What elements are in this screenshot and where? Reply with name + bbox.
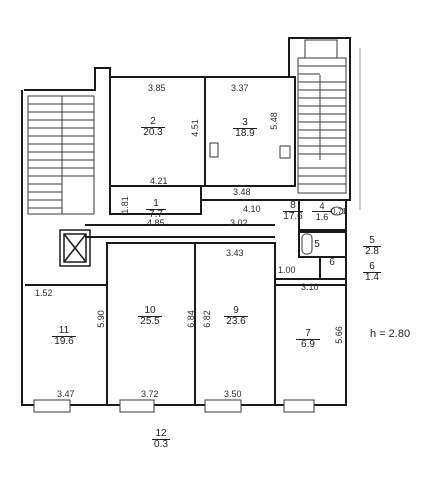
right-staircase: [297, 39, 347, 194]
dim-label: 1.81: [119, 196, 130, 214]
dim-label: 3.72: [141, 389, 159, 399]
ceiling-height-note: h = 2.80: [370, 328, 411, 340]
dim-label: 3.50: [224, 389, 242, 399]
dim-label: 5.48: [268, 112, 279, 130]
dim-label: 1.00: [278, 265, 296, 275]
dim-label: 3.48: [233, 187, 251, 197]
room-6-inner-label: 6: [329, 257, 335, 268]
room-3-outline: [204, 76, 296, 187]
dim-label: 1.52: [35, 288, 53, 298]
dim-label: 3.10: [301, 282, 319, 292]
elevator-shaft: [59, 229, 91, 267]
dim-label: 4.51: [189, 119, 200, 137]
dim-label: 3.85: [148, 83, 166, 93]
dim-label: 3.43: [226, 248, 244, 258]
room-5-inner-label: 5: [314, 239, 320, 250]
dim-label: 4.85: [147, 218, 165, 228]
dim-label: 4.21: [150, 176, 168, 186]
dim-label: 6.84: [185, 310, 196, 328]
room-4-outline: [298, 199, 347, 231]
dim-label: 5.66: [333, 326, 344, 344]
dim-label: 3.02: [230, 218, 248, 228]
dim-label: 5.90: [95, 310, 106, 328]
dim-label: 3.47: [57, 389, 75, 399]
dim-label: 6.82: [201, 310, 212, 328]
dim-label: 4.10: [243, 204, 261, 214]
bottom-windows: [33, 399, 315, 413]
left-staircase: [27, 95, 95, 215]
dim-label: 3.37: [231, 83, 249, 93]
dim-label: 0.71: [331, 207, 347, 216]
